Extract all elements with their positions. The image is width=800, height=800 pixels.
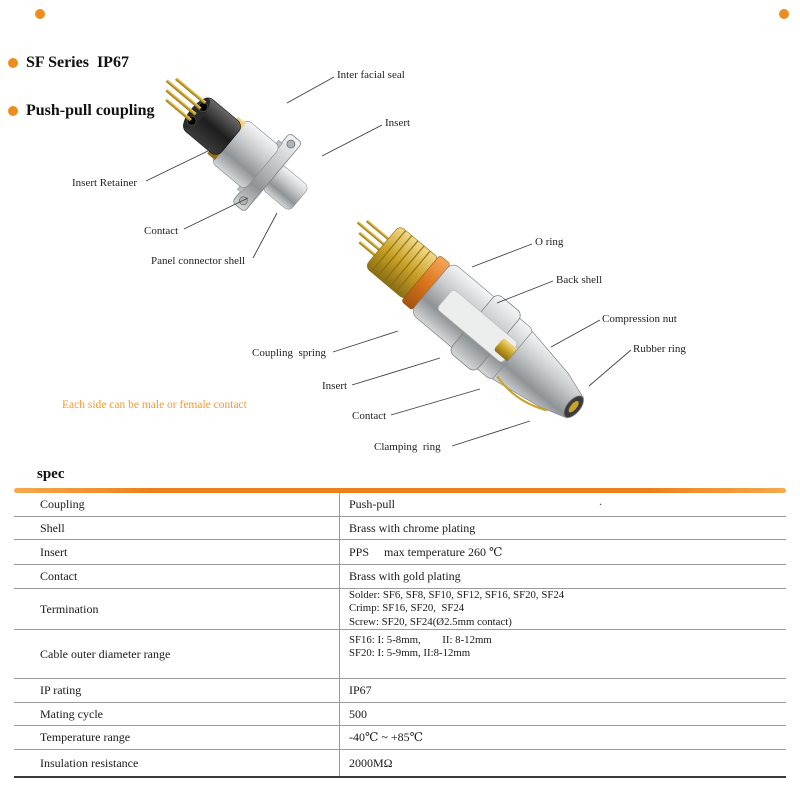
male-female-note: Each side can be male or female contact [62, 399, 247, 411]
spec-value: Brass with chrome plating [349, 520, 476, 535]
spec-title: spec [37, 466, 65, 482]
table-row-shell: Shell Brass with chrome plating [14, 517, 786, 540]
spec-label: Insulation resistance [14, 750, 340, 776]
table-row-coupling: Coupling Push-pull . [14, 493, 786, 517]
callout-clamping-ring: Clamping ring [374, 441, 441, 453]
panel-contact-pins [165, 77, 207, 122]
spec-value: Push-pull [349, 497, 396, 512]
spec-label: Termination [14, 589, 340, 629]
connector-diagram [145, 76, 632, 447]
spec-value: -40℃ ~ +85℃ [349, 730, 424, 745]
table-top-border [14, 488, 786, 493]
spec-label: IP rating [14, 679, 340, 702]
table-row-termination: Termination Solder: SF6, SF8, SF10, SF12… [14, 589, 786, 630]
spec-value: Brass with gold plating [349, 569, 461, 584]
spec-label: Temperature range [14, 726, 340, 749]
spec-value: SF16: I: 5-8mm, II: 8-12mm SF20: I: 5-9m… [349, 634, 492, 660]
callout-plug-contact: Contact [352, 410, 387, 422]
table-row-insulation: Insulation resistance 2000MΩ [14, 750, 786, 776]
spec-value: Solder: SF6, SF8, SF10, SF12, SF16, SF20… [349, 589, 565, 628]
callout-coupling-spring: Coupling spring [252, 347, 326, 359]
spec-label: Mating cycle [14, 703, 340, 725]
table-row-ip-rating: IP rating IP67 [14, 679, 786, 703]
panel-connector-illustration [165, 77, 308, 211]
spec-value: IP67 [349, 683, 372, 698]
spec-table: Coupling Push-pull . Shell Brass with ch… [14, 488, 786, 778]
table-row-insert: Insert PPS max temperature 260 ℃ [14, 540, 786, 565]
spec-label: Insert [14, 540, 340, 564]
spec-label: Contact [14, 565, 340, 588]
coupling-title-row: Push-pull coupling [8, 102, 155, 120]
clamping-ring-shape [496, 375, 548, 412]
series-title-row: SF Series IP67 [8, 54, 129, 72]
callout-back-shell: Back shell [556, 274, 603, 286]
spec-value: 2000MΩ [349, 755, 393, 770]
callout-compression-nut: Compression nut [602, 313, 677, 325]
callout-rubber-ring: Rubber ring [633, 343, 686, 355]
plug-connector-illustration [356, 219, 585, 419]
callout-panel-contact: Contact [144, 225, 179, 237]
callout-o-ring: O ring [535, 236, 564, 248]
table-row-cable-diameter: Cable outer diameter range SF16: I: 5-8m… [14, 630, 786, 679]
spec-label: Coupling [14, 493, 340, 516]
callout-panel-connector-shell: Panel connector shell [151, 255, 246, 267]
decorative-dot-right [779, 9, 789, 19]
rubber-ring-nose [491, 330, 585, 419]
coupling-title: Push-pull coupling [26, 102, 155, 119]
callout-plug-insert: Insert [322, 380, 348, 392]
table-row-temperature: Temperature range -40℃ ~ +85℃ [14, 726, 786, 750]
callout-panel-insert: Insert [385, 117, 411, 129]
bullet-icon [8, 58, 18, 68]
spec-value: PPS max temperature 260 ℃ [349, 544, 503, 559]
spec-value: 500 [349, 706, 367, 721]
series-title: SF Series IP67 [26, 54, 129, 71]
callout-inter-facial-seal: Inter facial seal [337, 69, 405, 81]
callout-insert-retainer: Insert Retainer [72, 177, 138, 189]
callout-leader-lines [145, 76, 632, 447]
table-row-mating-cycle: Mating cycle 500 [14, 703, 786, 726]
decorative-dot-left [35, 9, 45, 19]
spec-label: Cable outer diameter range [14, 630, 340, 678]
stray-dot: . [599, 494, 602, 508]
table-row-contact: Contact Brass with gold plating [14, 565, 786, 589]
table-bottom-border [14, 776, 786, 778]
spec-label: Shell [14, 517, 340, 539]
bullet-icon [8, 106, 18, 116]
